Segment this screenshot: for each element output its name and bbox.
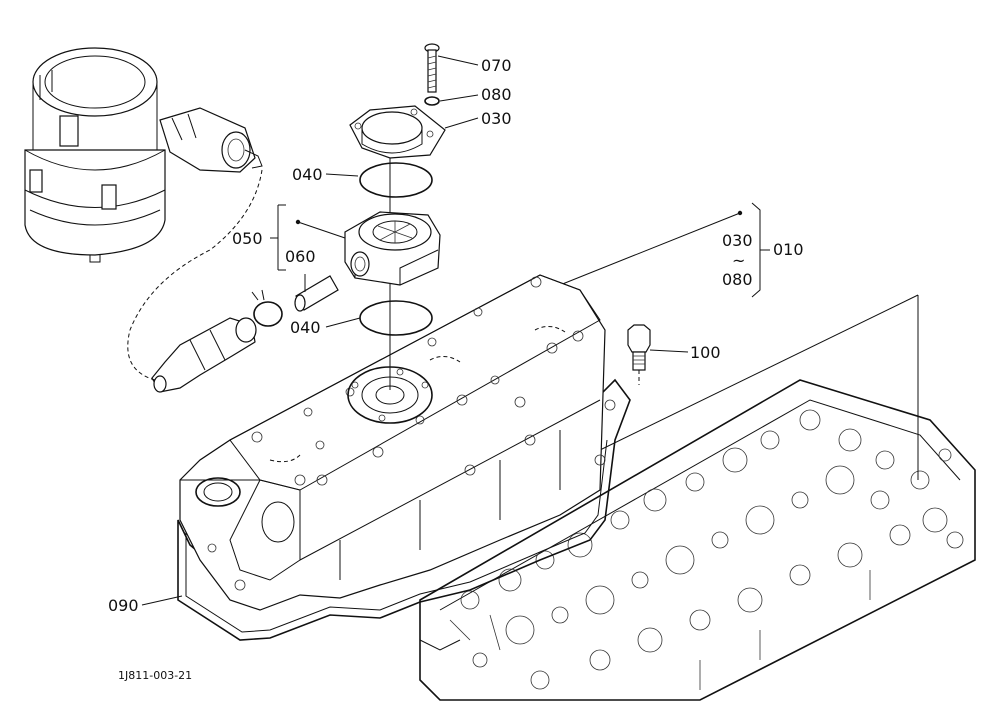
screw-070 (424, 43, 440, 93)
breather-body (344, 211, 441, 286)
callout-030: 030 (481, 109, 512, 128)
callout-040-lower: 040 (290, 318, 321, 337)
cylinder-head (419, 379, 976, 701)
o-ring-lower (359, 300, 433, 336)
leader-head-010 (559, 212, 741, 286)
range-tilde: ~ (732, 251, 745, 270)
callout-040-upper: 040 (292, 165, 323, 184)
pipe-060 (294, 275, 339, 312)
hose-routing (127, 169, 263, 381)
washer-080 (424, 96, 440, 106)
drawing-reference-code: 1J811-003-21 (118, 669, 192, 682)
callout-070: 070 (481, 56, 512, 75)
callout-050: 050 (232, 229, 263, 248)
bolt-100 (627, 324, 689, 385)
callout-100: 100 (690, 343, 721, 362)
hose-clamp (251, 289, 283, 327)
breather-cap (349, 105, 446, 159)
air-cleaner (24, 47, 263, 263)
callout-060: 060 (285, 247, 316, 266)
callout-080: 080 (481, 85, 512, 104)
o-ring-upper (359, 162, 433, 198)
callout-090: 090 (108, 596, 139, 615)
range-to: 080 (722, 270, 753, 289)
valve-cover (179, 274, 616, 611)
callout-labels: 070 080 030 040 050 060 040 090 100 010 … (108, 56, 804, 682)
callout-010: 010 (773, 240, 804, 259)
breather-hose (151, 317, 257, 393)
leader-lines (141, 55, 770, 606)
range-from: 030 (722, 231, 753, 250)
